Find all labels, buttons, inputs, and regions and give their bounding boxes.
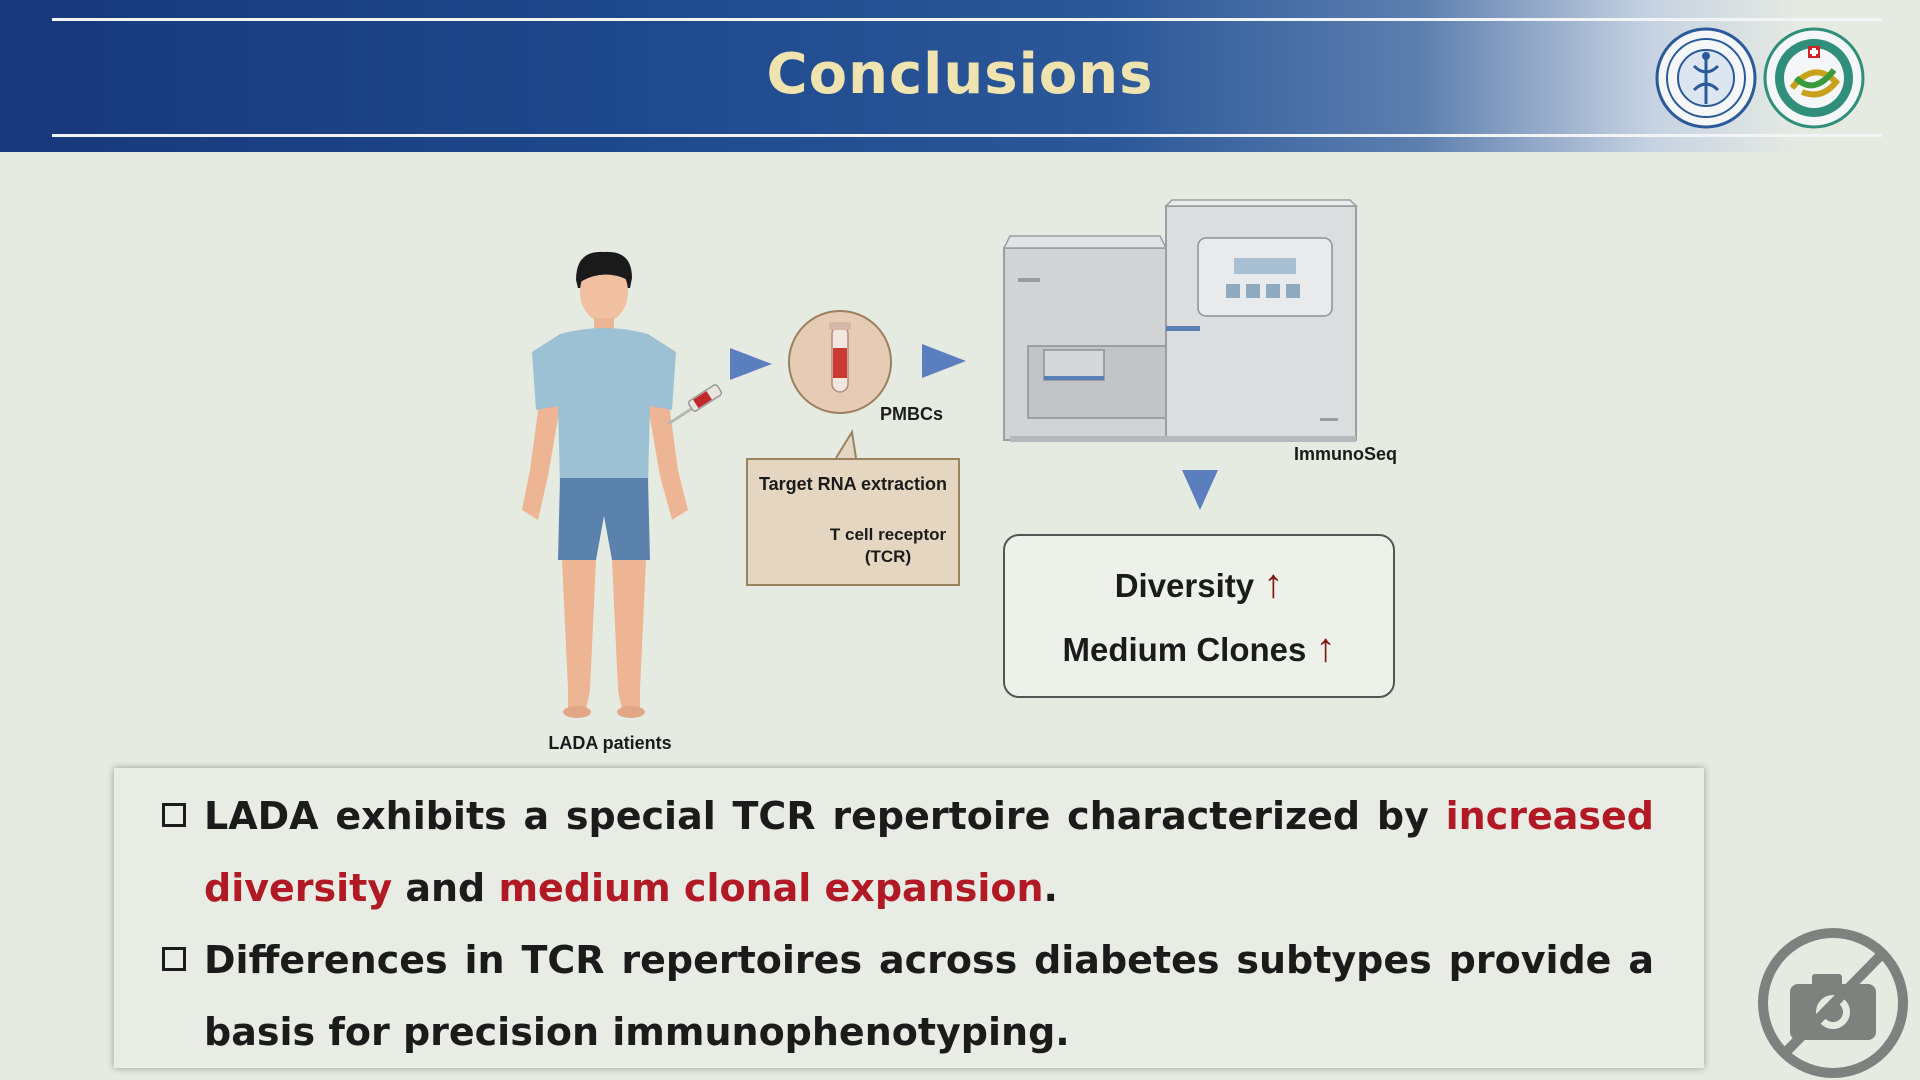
arrow-right-icon <box>730 348 772 380</box>
conclusions-panel: LADA exhibits a special TCR repertoire c… <box>114 768 1704 1068</box>
no-camera-icon <box>1758 928 1908 1078</box>
patient-figure <box>522 251 688 718</box>
university-seal-logo <box>1655 27 1757 129</box>
conclusion-item: Differences in TCR repertoires across di… <box>154 924 1654 1068</box>
conclusion-text-part: . <box>1043 866 1058 910</box>
blood-tube-icon <box>788 310 892 414</box>
arrow-down-icon <box>1182 470 1218 510</box>
diversity-result: Diversity ↑ <box>1005 562 1393 607</box>
header-bar: Conclusions <box>0 0 1920 152</box>
hollow-square-icon <box>162 947 186 971</box>
workflow-graphics <box>522 199 1358 718</box>
tcr-label-line1: T cell receptor <box>829 525 947 544</box>
medium-clones-label: Medium Clones <box>1062 631 1307 668</box>
immunoseq-label: ImmunoSeq <box>1294 444 1398 464</box>
conclusion-text-part: and <box>392 866 499 910</box>
workflow-diagram: LADA patients PMBCs ImmunoSeq Target RNA… <box>522 199 1398 753</box>
header-top-rule <box>52 18 1882 21</box>
medium-clones-result: Medium Clones ↑ <box>1005 626 1393 671</box>
conclusion-item: LADA exhibits a special TCR repertoire c… <box>154 780 1654 924</box>
conclusion-text-part: LADA exhibits a special TCR repertoire c… <box>204 794 1446 838</box>
tcr-label: T cell receptor (TCR) <box>818 524 958 568</box>
conclusion-text: LADA exhibits a special TCR repertoire c… <box>204 780 1654 924</box>
patients-label: LADA patients <box>548 733 672 753</box>
hollow-square-icon <box>162 803 186 827</box>
arrow-right-icon <box>922 344 966 378</box>
immunoseq-machine <box>1002 199 1358 442</box>
up-arrow-icon: ↑ <box>1263 562 1284 606</box>
results-box: Diversity ↑ Medium Clones ↑ <box>1003 534 1395 698</box>
highlight-medium-clonal-expansion: medium clonal expansion <box>498 866 1044 910</box>
conclusion-text: Differences in TCR repertoires across di… <box>204 938 1654 1054</box>
slide-title: Conclusions <box>766 42 1154 107</box>
extraction-title: Target RNA extraction <box>758 474 948 494</box>
header-bottom-rule <box>52 134 1882 137</box>
pmbcs-label: PMBCs <box>880 404 944 424</box>
hospital-logo <box>1763 27 1865 129</box>
syringe-icon <box>667 384 723 426</box>
up-arrow-icon: ↑ <box>1315 626 1336 670</box>
rna-extraction-box: Target RNA extraction T cell receptor (T… <box>746 458 960 586</box>
tcr-label-line2: (TCR) <box>864 547 912 566</box>
highlight-increased-diversity: increased diversity <box>204 794 1654 910</box>
diversity-label: Diversity <box>1114 567 1255 604</box>
